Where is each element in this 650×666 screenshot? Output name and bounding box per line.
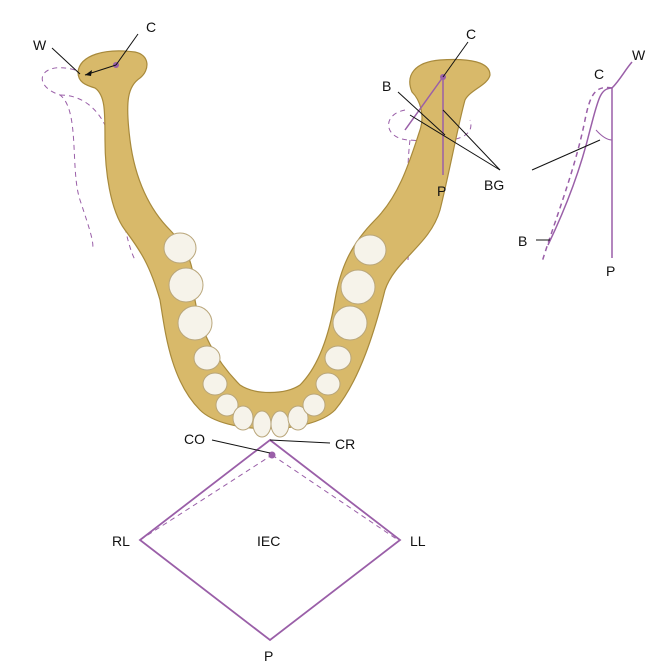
left-condyle-annotations: C W bbox=[33, 19, 156, 76]
right-condyle-annotations: C B BG P bbox=[382, 26, 504, 199]
label-right-p: P bbox=[437, 183, 446, 199]
gothic-arch-tracing: CO CR RL IEC LL P bbox=[112, 431, 426, 664]
label-inset-c: C bbox=[594, 66, 604, 82]
mandible-bone bbox=[77, 50, 491, 430]
label-rl: RL bbox=[112, 533, 130, 549]
label-bottom-p: P bbox=[264, 648, 273, 664]
label-inset-p: P bbox=[606, 263, 615, 279]
label-right-b: B bbox=[382, 78, 391, 94]
label-cr: CR bbox=[335, 436, 355, 452]
label-co: CO bbox=[184, 431, 205, 447]
label-inset-b: B bbox=[518, 233, 527, 249]
bennett-angle-inset: W C B P bbox=[518, 47, 646, 279]
teeth bbox=[163, 232, 387, 438]
label-left-w: W bbox=[33, 37, 47, 53]
label-right-c: C bbox=[466, 26, 476, 42]
label-ll: LL bbox=[410, 533, 426, 549]
label-left-c: C bbox=[146, 19, 156, 35]
label-iec: IEC bbox=[257, 533, 280, 549]
label-right-bg: BG bbox=[484, 177, 504, 193]
label-inset-w: W bbox=[632, 47, 646, 63]
